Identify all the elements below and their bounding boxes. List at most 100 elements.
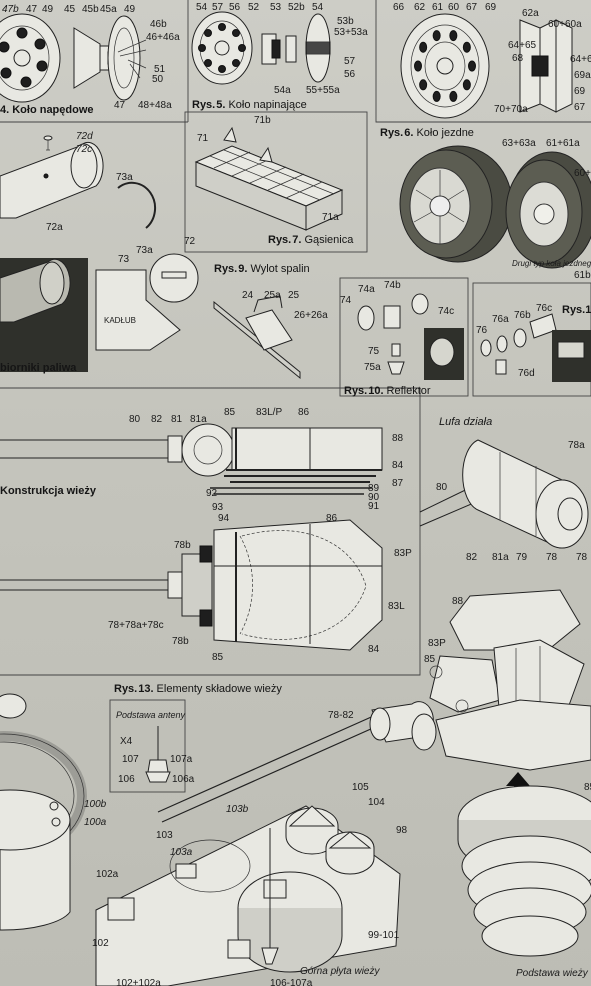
svg-text:106: 106 [118, 774, 135, 785]
fig-upper-turret-plate: 105 104 98 103 103b 103a 102a 102 99-101… [92, 782, 408, 986]
svg-text:83L: 83L [388, 601, 405, 612]
wheel-hole [462, 79, 471, 91]
svg-text:89: 89 [368, 483, 380, 494]
svg-text:92: 92 [206, 488, 218, 499]
svg-text:82: 82 [466, 552, 478, 563]
svg-text:72d: 72d [76, 131, 93, 142]
svg-text:87: 87 [392, 478, 404, 489]
svg-text:76d: 76d [518, 368, 535, 379]
svg-text:71a: 71a [322, 212, 339, 223]
svg-text:80: 80 [436, 482, 448, 493]
svg-text:56: 56 [229, 2, 241, 13]
svg-text:X4: X4 [120, 736, 133, 747]
fig-5-idler-wheel: 54 57 56 52 53 52b 54 53b 53+53a 57 56 5… [191, 2, 368, 111]
svg-text:74b: 74b [384, 280, 401, 291]
svg-text:84: 84 [392, 460, 404, 471]
svg-text:49: 49 [124, 4, 136, 15]
fig-10-reflector: 74 74a 74b 74c 75 75a Rys.10.Reflektor [340, 280, 464, 397]
wheel-hole [432, 30, 441, 42]
svg-text:78: 78 [546, 552, 558, 563]
svg-text:47b: 47b [2, 4, 19, 15]
svg-text:75a: 75a [364, 362, 381, 373]
fig-4-labels: 47b 47 49 45 45b 45a 49 46b 46+46a 51 50… [0, 4, 180, 116]
svg-text:81: 81 [171, 414, 183, 425]
svg-text:Konstrukcja wieży: Konstrukcja wieży [0, 485, 97, 497]
fig-7-track: 71 71b 71a Rys.7.Gąsienica [194, 115, 354, 246]
svg-text:25: 25 [288, 290, 300, 301]
svg-text:61: 61 [432, 2, 444, 13]
wheel-hole [468, 60, 476, 72]
svg-text:84: 84 [368, 644, 380, 655]
wheel-hole [462, 41, 471, 53]
wheel-hole [449, 90, 458, 102]
fig-6-road-wheel: 66 62 61 60 67 69 62a 60+60a 64+65 68 64… [380, 2, 591, 149]
svg-text:73a: 73a [136, 245, 153, 256]
svg-text:78+78a+78c: 78+78a+78c [108, 620, 164, 631]
svg-text:Rys.5.Koło napinające: Rys.5.Koło napinające [192, 99, 307, 111]
svg-text:64+65: 64+65 [508, 40, 537, 51]
svg-text:86: 86 [298, 407, 310, 418]
fig-4-drive-wheel [0, 13, 147, 103]
svg-text:54: 54 [196, 2, 208, 13]
svg-text:107a: 107a [170, 754, 193, 765]
svg-text:Rys.6.Koło jezdne: Rys.6.Koło jezdne [380, 127, 474, 139]
svg-text:53b: 53b [337, 16, 354, 27]
svg-text:69: 69 [485, 2, 497, 13]
svg-text:81a: 81a [190, 414, 207, 425]
svg-text:Rys.10.Reflektor: Rys.10.Reflektor [344, 385, 431, 397]
svg-text:50: 50 [152, 74, 164, 85]
svg-text:Rys.9.Wylot spalin: Rys.9.Wylot spalin [214, 263, 310, 275]
svg-text:67: 67 [466, 2, 478, 13]
svg-text:Rys.7.Gąsienica: Rys.7.Gąsienica [268, 234, 354, 246]
svg-text:51: 51 [154, 64, 166, 75]
svg-text:99-101: 99-101 [368, 930, 400, 941]
svg-text:Rys.13.Elementy składowe wieży: Rys.13.Elementy składowe wieży [114, 683, 282, 695]
svg-text:46b: 46b [150, 19, 167, 30]
svg-text:74: 74 [340, 295, 352, 306]
svg-text:KADŁUB: KADŁUB [104, 316, 136, 325]
svg-text:60: 60 [448, 2, 460, 13]
svg-text:72c: 72c [76, 144, 92, 155]
svg-text:78b: 78b [172, 636, 189, 647]
svg-text:64+65: 64+65 [570, 54, 591, 65]
svg-text:25a: 25a [264, 290, 281, 301]
svg-text:52b: 52b [288, 2, 305, 13]
svg-text:52: 52 [248, 2, 260, 13]
svg-text:62a: 62a [522, 8, 539, 19]
svg-text:Podstawa anteny: Podstawa anteny [116, 710, 186, 720]
svg-text:85: 85 [424, 654, 436, 665]
svg-text:69a: 69a [574, 70, 591, 81]
svg-text:85: 85 [224, 407, 236, 418]
svg-text:57: 57 [344, 56, 356, 67]
svg-text:79: 79 [516, 552, 528, 563]
svg-text:45: 45 [64, 4, 76, 15]
fig-turret-base-stack: 85 Podstawa wieży [457, 782, 591, 979]
svg-text:55+55a: 55+55a [306, 85, 340, 96]
fig-8-fuel-tanks: 72d 72c 72a 73a KADŁUB 73 73a 72 biornik… [0, 131, 199, 374]
svg-text:78-82: 78-82 [328, 710, 354, 721]
svg-text:98: 98 [396, 825, 408, 836]
fig-antenna-base: Podstawa anteny X4 107 107a 106 106a [116, 710, 195, 785]
svg-text:54a: 54a [274, 85, 291, 96]
svg-text:88: 88 [392, 433, 404, 444]
svg-text:88: 88 [452, 596, 464, 607]
svg-text:85: 85 [584, 782, 591, 793]
svg-text:83L/P: 83L/P [256, 407, 282, 418]
svg-text:102+102a: 102+102a [116, 978, 161, 986]
svg-text:83P: 83P [394, 548, 412, 559]
svg-text:Górna płyta wieży: Górna płyta wieży [300, 966, 380, 977]
rendered-road-wheels: 60+ 61b+ Drugi typ koła jezdnego [399, 145, 591, 281]
wheel-hole [432, 90, 441, 102]
svg-text:60+: 60+ [574, 168, 591, 179]
wheel-hole [414, 60, 422, 72]
svg-text:24: 24 [242, 290, 254, 301]
svg-text:103: 103 [156, 830, 173, 841]
svg-text:106-107a: 106-107a [270, 978, 313, 986]
svg-text:103a: 103a [170, 847, 193, 858]
wheel-hole [419, 79, 428, 91]
svg-text:Rys.11: Rys.11 [562, 304, 591, 316]
svg-text:49: 49 [42, 4, 54, 15]
svg-text:68: 68 [512, 53, 524, 64]
